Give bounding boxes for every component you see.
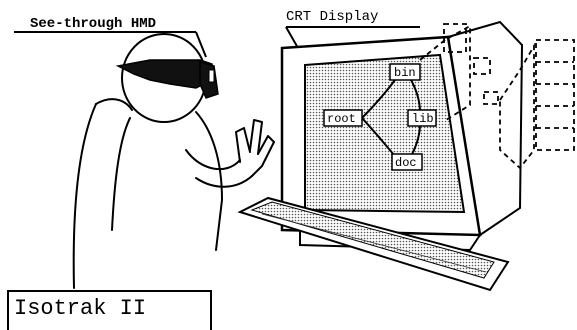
node-lib-label: lib bbox=[412, 112, 434, 126]
node-doc-label: doc bbox=[395, 156, 417, 170]
crt-label: CRT Display bbox=[286, 9, 378, 25]
node-bin-label: bin bbox=[394, 66, 416, 80]
virtual-column bbox=[536, 40, 574, 150]
user-forearm bbox=[196, 176, 252, 187]
node-root-label: root bbox=[327, 112, 356, 126]
user-back-outline bbox=[74, 104, 96, 288]
user-finger-1 bbox=[236, 128, 250, 162]
crt-leader-line bbox=[286, 27, 298, 48]
isotrak-label: Isotrak II bbox=[14, 296, 146, 321]
hmd-sensor bbox=[209, 70, 214, 82]
user-shoulder bbox=[96, 99, 132, 110]
user-coat-fold bbox=[112, 118, 130, 230]
user-arm bbox=[186, 150, 240, 169]
hmd-label: See-through HMD bbox=[30, 16, 156, 32]
user-thumb bbox=[252, 136, 274, 176]
monitor-screen bbox=[305, 55, 464, 212]
